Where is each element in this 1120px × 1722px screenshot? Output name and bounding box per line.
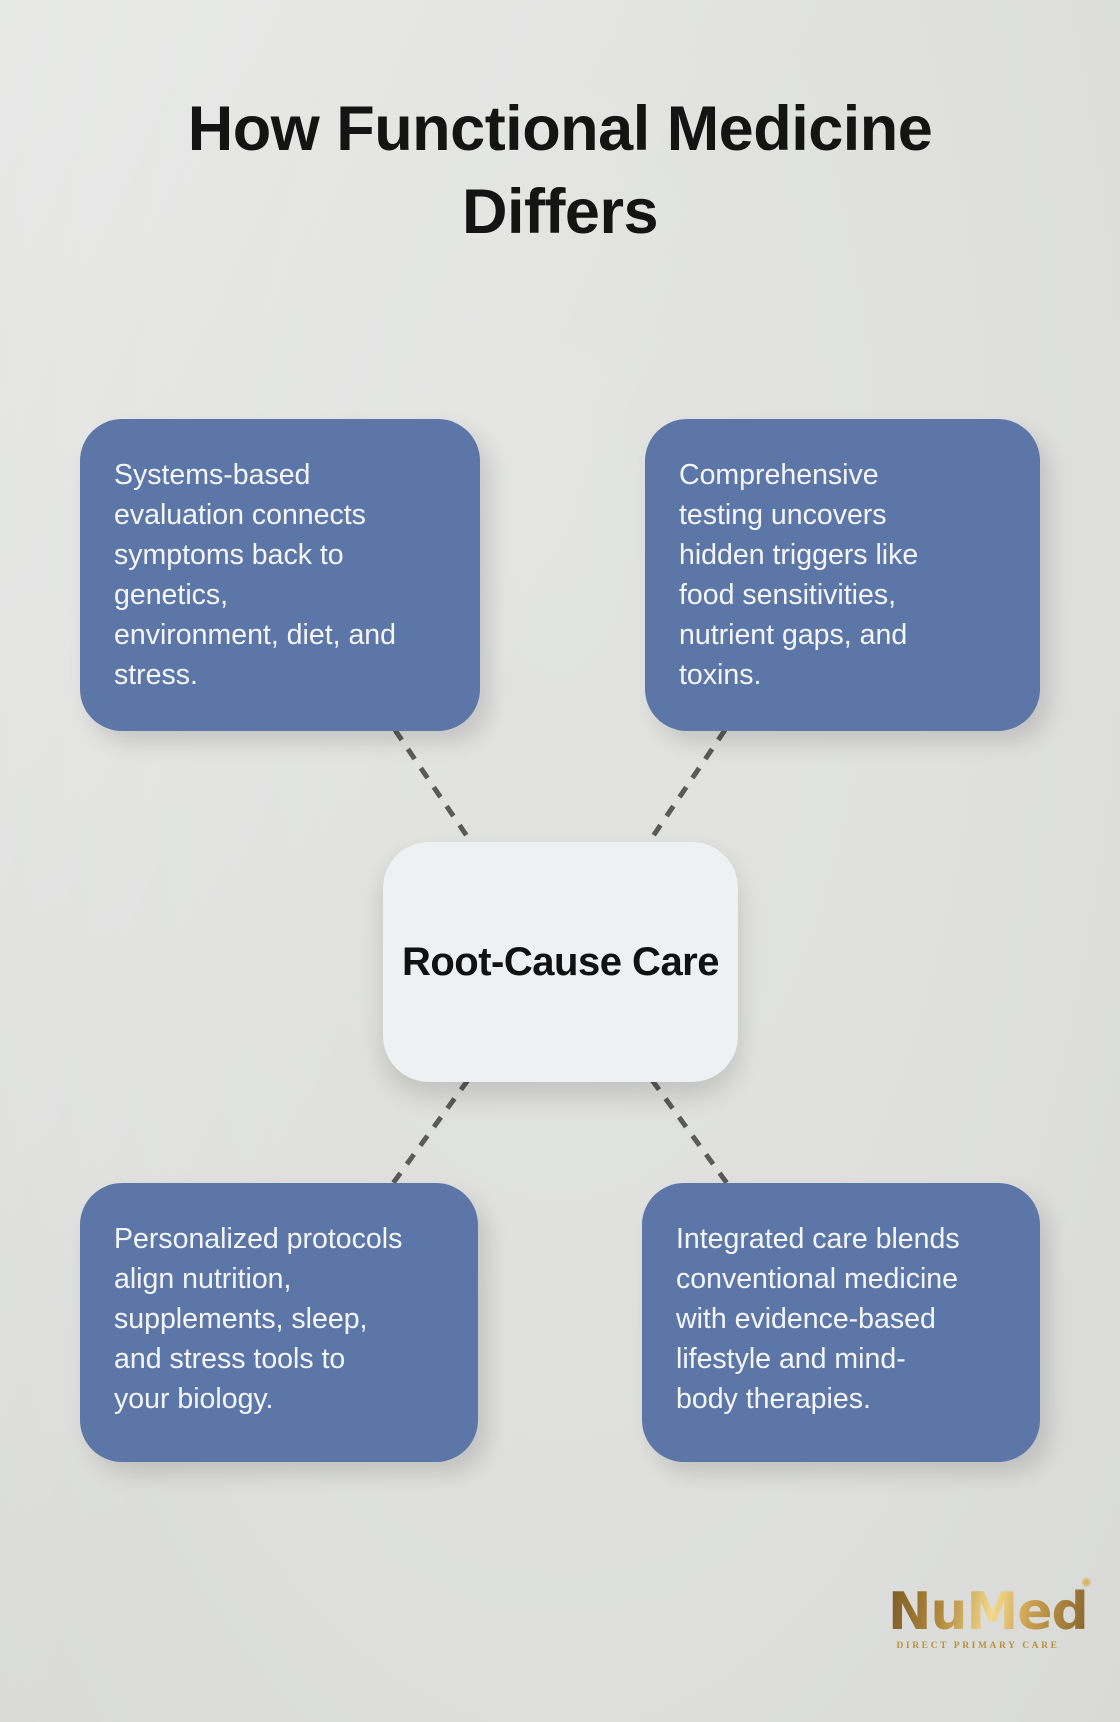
card-text-line: align nutrition, — [114, 1263, 292, 1295]
numed-wordmark: NuMed — [888, 1582, 1089, 1642]
connector-bottom-left-icon — [388, 1078, 471, 1188]
card-text-line: conventional medicine — [676, 1263, 959, 1295]
card-text-line: symptoms back to — [114, 539, 344, 571]
card-systems-based-evaluation: Systems-based evaluation connects sympto… — [80, 419, 480, 731]
logo-tagline: DIRECT PRIMARY CARE — [896, 1641, 1060, 1651]
card-text-line: hidden triggers like — [679, 539, 919, 571]
card-text-line: Personalized protocols — [114, 1223, 403, 1255]
card-text-line: testing uncovers — [679, 499, 887, 531]
card-text-line: Integrated care blends — [676, 1223, 960, 1255]
logo-sparkle-icon: ✺ — [1080, 1575, 1092, 1590]
center-node-label: Root-Cause Care — [401, 939, 720, 984]
center-node-root-cause-care: Root-Cause Care — [383, 842, 738, 1082]
card-text-line: environment, diet, and — [114, 619, 397, 651]
connector-bottom-right-icon — [649, 1078, 732, 1188]
card-text-line: with evidence-based — [676, 1303, 936, 1335]
card-text-line: Systems-based — [114, 459, 311, 491]
card-text-line: lifestyle and mind- — [676, 1343, 906, 1375]
card-integrated-care: Integrated care blends conventional medi… — [642, 1183, 1040, 1462]
connector-top-left-icon — [392, 728, 476, 847]
card-text-line: stress. — [114, 659, 198, 691]
card-text-line: evaluation connects — [114, 499, 366, 531]
card-text-line: toxins. — [679, 659, 762, 691]
card-text-line: genetics, — [114, 579, 229, 611]
card-text-line: and stress tools to — [114, 1343, 346, 1375]
connector-top-right-icon — [644, 728, 728, 847]
card-text-line: nutrient gaps, and — [679, 619, 908, 651]
card-text-line: body therapies. — [676, 1383, 871, 1415]
infographic-title: How Functional Medicine Differs — [187, 94, 933, 248]
card-text-line: supplements, sleep, — [114, 1303, 368, 1335]
card-comprehensive-testing: Comprehensive testing uncovers hidden tr… — [645, 419, 1040, 731]
card-text-line: your biology. — [114, 1383, 274, 1415]
card-text-line: Comprehensive — [679, 459, 879, 491]
card-personalized-protocols: Personalized protocols align nutrition, … — [80, 1183, 478, 1462]
card-text-line: food sensitivities, — [679, 579, 897, 611]
numed-logo: NuMed ✺ DIRECT PRIMARY CARE — [888, 1576, 1092, 1651]
